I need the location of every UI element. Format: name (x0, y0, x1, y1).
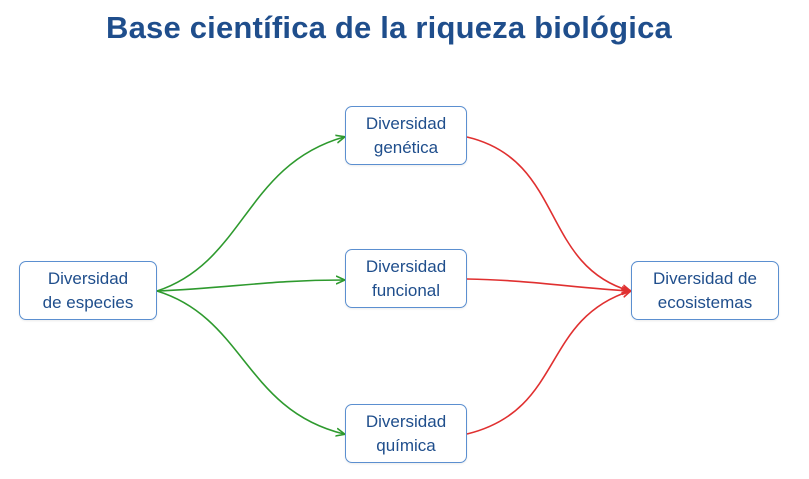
arrow-especies-to-quimica (156, 290, 344, 434)
arrow-especies-to-genetica (156, 137, 344, 292)
node-diversidad-ecosistemas: Diversidad de ecosistemas (631, 261, 779, 320)
node-line: funcional (371, 280, 441, 300)
node-diversidad-especies: Diversidad de especies (19, 261, 157, 320)
diagram-title: Base científica de la riqueza biológica (106, 10, 672, 45)
arrow-funcional-to-ecosistemas (466, 278, 630, 291)
arrow-especies-to-funcional (156, 280, 344, 292)
node-line: genética (373, 137, 439, 157)
node-line: Diversidad (47, 268, 129, 288)
arrow-genetica-to-ecosistemas (466, 136, 630, 291)
node-line: Diversidad (365, 113, 447, 133)
node-line: Diversidad (365, 256, 447, 276)
node-line: ecosistemas (657, 292, 753, 312)
node-line: Diversidad de (653, 268, 757, 288)
arrow-quimica-to-ecosistemas (466, 291, 630, 435)
node-line: de especies (42, 292, 134, 312)
node-diversidad-quimica: Diversidad química (345, 404, 467, 463)
node-diversidad-genetica: Diversidad genética (345, 106, 467, 165)
node-diversidad-funcional: Diversidad funcional (345, 249, 467, 308)
node-line: Diversidad (365, 411, 447, 431)
node-line: química (376, 435, 436, 455)
